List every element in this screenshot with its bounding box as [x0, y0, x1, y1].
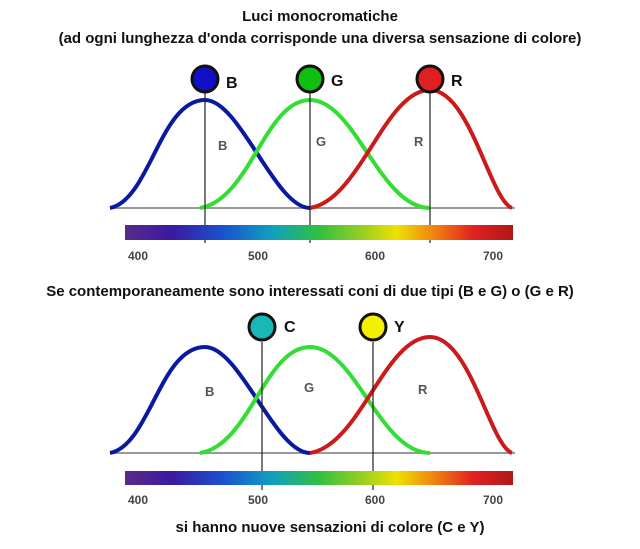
tick-500: 500: [248, 249, 268, 263]
marker-circle-y: [358, 312, 388, 342]
marker-circle-c: [247, 312, 277, 342]
tick-400: 400: [128, 493, 148, 507]
marker-label-b: B: [226, 75, 238, 92]
tick-700: 700: [483, 249, 503, 263]
tick-500: 500: [248, 493, 268, 507]
marker-label-r: R: [451, 73, 463, 90]
bottom-caption: si hanno nuove sensazioni di colore (C e…: [175, 519, 485, 536]
curve-label-b: B: [218, 138, 227, 153]
title-line-1: Luci monocromatiche: [242, 8, 398, 25]
curve-label-r: R: [414, 134, 424, 149]
green-curve: [199, 97, 431, 210]
tick-600: 600: [365, 493, 385, 507]
spectrum-bar: [125, 471, 513, 485]
red-curve: [309, 87, 514, 210]
marker-label-y: Y: [394, 319, 405, 336]
tick-600: 600: [365, 249, 385, 263]
curve-label-g: G: [304, 380, 314, 395]
red-curve: [309, 334, 514, 455]
marker-label-c: C: [284, 319, 296, 336]
sensitivity-diagram-bottom: B G R C Y 400 500 600 700: [109, 312, 515, 507]
marker-circle-b: [190, 64, 220, 94]
marker-label-g: G: [331, 73, 343, 90]
tick-400: 400: [128, 249, 148, 263]
marker-circle-g: [295, 64, 325, 94]
title-line-2: (ad ogni lunghezza d'onda corrisponde un…: [58, 30, 582, 47]
marker-circle-r: [415, 64, 445, 94]
curve-label-b: B: [205, 384, 214, 399]
green-curve: [199, 344, 431, 455]
middle-caption: Se contemporaneamente sono interessati c…: [46, 283, 574, 300]
tick-700: 700: [483, 493, 503, 507]
spectrum-bar: [125, 225, 513, 240]
blue-curve: [109, 344, 311, 455]
sensitivity-diagram-top: B G R B G R 400 500 600 700: [109, 64, 515, 263]
curve-label-r: R: [418, 382, 428, 397]
curve-label-g: G: [316, 134, 326, 149]
